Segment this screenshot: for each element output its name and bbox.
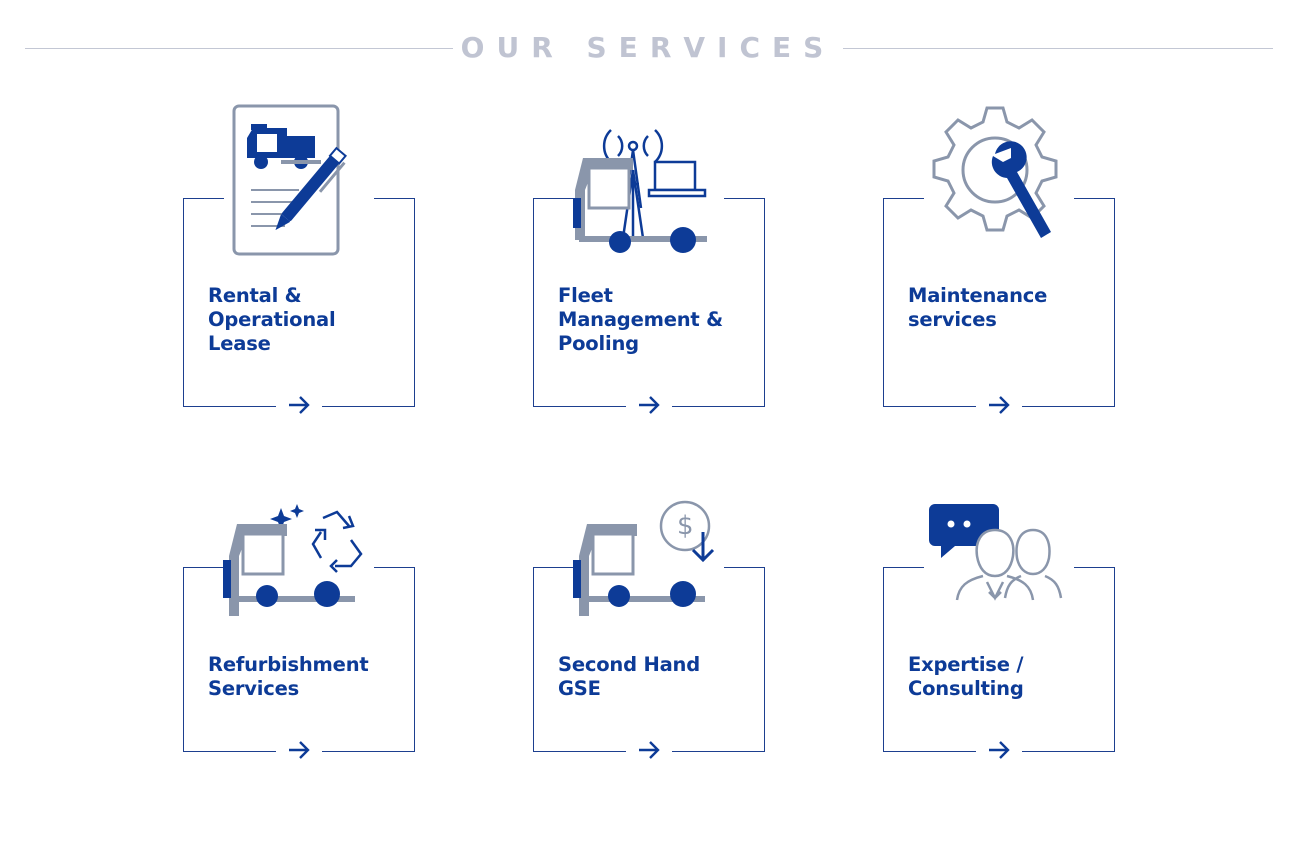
refurbishment-icon xyxy=(223,504,363,616)
maintenance-icon xyxy=(932,106,1058,242)
arrow-right-icon[interactable] xyxy=(287,740,311,760)
arrow-right-icon[interactable] xyxy=(637,740,661,760)
section-title: OUR SERVICES xyxy=(460,31,836,64)
arrow-right-icon[interactable] xyxy=(987,395,1011,415)
service-card-maintenance[interactable]: Maintenance services xyxy=(883,104,1115,414)
arrow-right-icon[interactable] xyxy=(637,395,661,415)
header-rule-left xyxy=(25,48,453,49)
arrow-right-icon[interactable] xyxy=(287,395,311,415)
service-label: Rental & Operational Lease xyxy=(208,284,336,355)
second-hand-icon: $ xyxy=(573,500,715,616)
service-card-rental[interactable]: Rental & Operational Lease xyxy=(183,104,415,414)
service-card-fleet[interactable]: Fleet Management & Pooling xyxy=(533,104,765,414)
service-card-refurbishment[interactable]: Refurbishment Services xyxy=(183,500,415,759)
service-label: Expertise / Consulting xyxy=(908,653,1024,700)
service-card-consulting[interactable]: Expertise / Consulting xyxy=(883,500,1115,759)
service-card-second-hand[interactable]: $ Second Hand GSE xyxy=(533,500,765,759)
rental-lease-icon xyxy=(232,104,348,256)
header-rule-right xyxy=(843,48,1273,49)
consulting-icon xyxy=(929,504,1063,601)
service-label: Refurbishment Services xyxy=(208,653,369,700)
service-label: Maintenance services xyxy=(908,284,1048,331)
arrow-right-icon[interactable] xyxy=(987,740,1011,760)
service-label: Fleet Management & Pooling xyxy=(558,284,723,355)
svg-text:$: $ xyxy=(677,511,694,541)
service-label: Second Hand GSE xyxy=(558,653,700,700)
fleet-management-icon xyxy=(573,129,707,253)
